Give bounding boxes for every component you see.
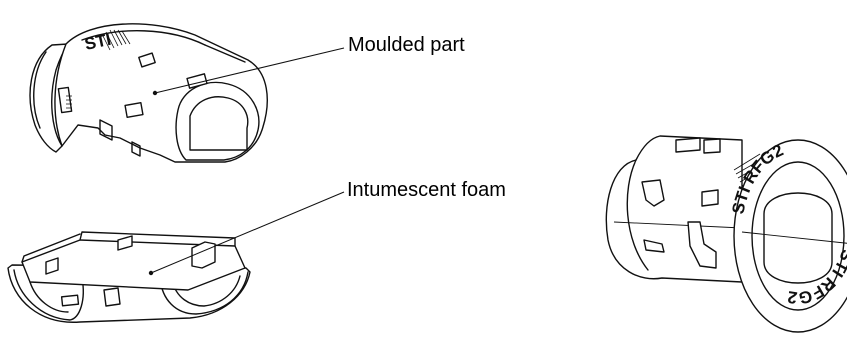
intumescent-foam-illustration bbox=[7, 191, 345, 323]
moulded-part-illustration: STI bbox=[29, 23, 345, 163]
assembled-unit-illustration: STI RFG2 STI RFG2 bbox=[605, 135, 847, 333]
intumescent-foam-label: Intumescent foam bbox=[347, 179, 506, 201]
moulded-part-label: Moulded part bbox=[348, 34, 465, 56]
